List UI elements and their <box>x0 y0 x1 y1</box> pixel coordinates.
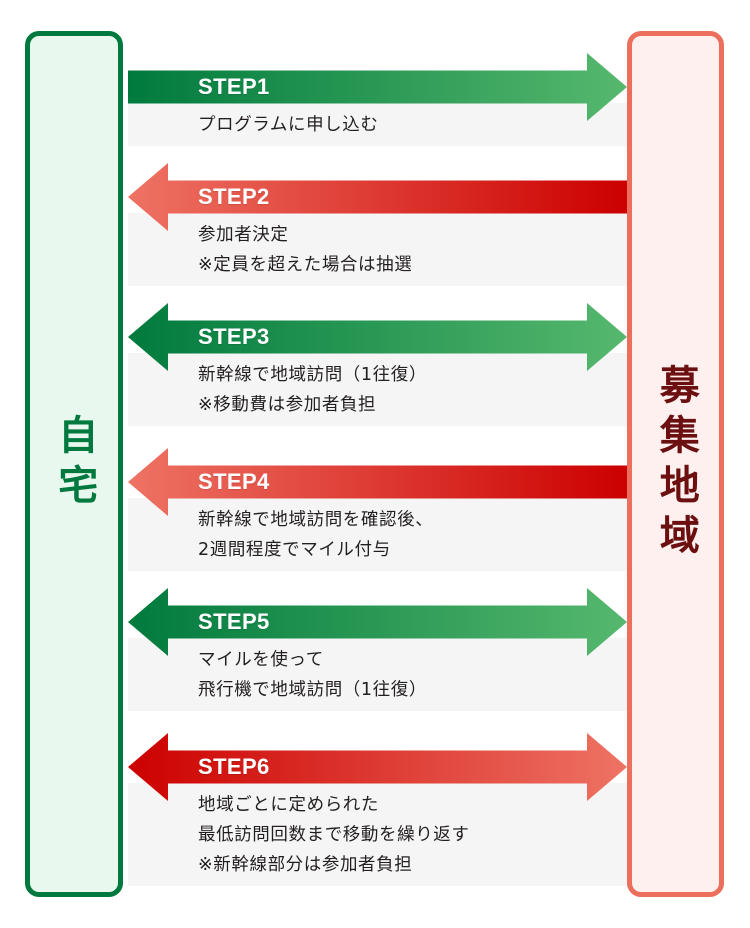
step-label: STEP3 <box>198 324 270 349</box>
caption-band <box>128 783 627 886</box>
recruitment-area-box: 募集地域 <box>627 31 724 897</box>
step-caption: 新幹線で地域訪問を確認後、 2週間程度でマイル付与 <box>198 510 434 560</box>
step-arrow <box>128 447 627 516</box>
caption-band <box>128 638 627 711</box>
step-label: STEP5 <box>198 609 270 634</box>
step-label: STEP2 <box>198 184 270 209</box>
step-label: STEP6 <box>198 754 270 779</box>
caption-band <box>128 103 627 146</box>
step-label: STEP1 <box>198 74 270 99</box>
step-label: STEP4 <box>198 469 270 494</box>
step-arrow <box>128 52 627 121</box>
caption-band <box>128 353 627 426</box>
step-arrow <box>128 302 627 371</box>
step-arrow <box>128 732 627 801</box>
recruitment-area-box-label: 募集地域 <box>653 364 698 564</box>
home-box: 自宅 <box>25 31 123 897</box>
step-caption: プログラムに申し込む <box>198 115 379 135</box>
caption-band <box>128 498 627 571</box>
step-arrow <box>128 587 627 656</box>
step-caption: 参加者決定 ※定員を超えた場合は抽選 <box>198 225 413 275</box>
step-caption: 新幹線で地域訪問（1往復） ※移動費は参加者負担 <box>198 365 427 415</box>
step-arrow <box>128 162 627 231</box>
home-box-label: 自宅 <box>52 414 97 514</box>
caption-band <box>128 213 627 286</box>
step-caption: 地域ごとに定められた 最低訪問回数まで移動を繰り返す ※新幹線部分は参加者負担 <box>198 795 470 875</box>
step-caption: マイルを使って 飛行機で地域訪問（1往復） <box>198 650 427 700</box>
